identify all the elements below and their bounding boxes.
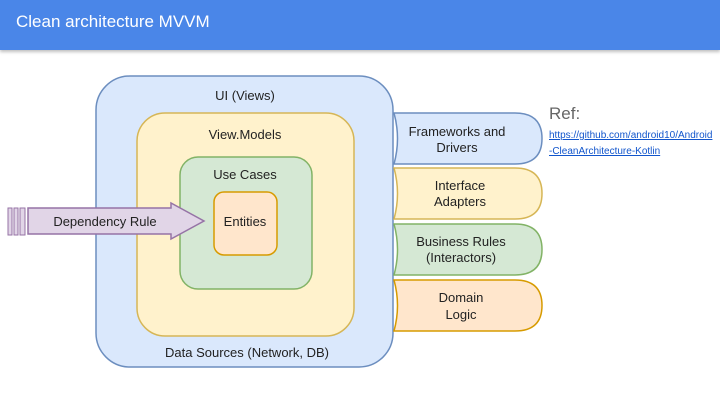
- data-sources-label: Data Sources (Network, DB): [165, 345, 329, 360]
- business-rules-line1: Business Rules: [416, 234, 506, 249]
- layer-domain-logic: [393, 279, 543, 332]
- domain-logic-line2: Logic: [445, 307, 477, 322]
- ui-views-label: UI (Views): [215, 88, 275, 103]
- arrow-body: [27, 201, 206, 241]
- domain-logic-line1: Domain: [439, 290, 484, 305]
- dependency-rule-label: Dependency Rule: [53, 214, 156, 229]
- business-rules-line2: (Interactors): [426, 250, 496, 265]
- frameworks-drivers-line2: Drivers: [436, 140, 478, 155]
- interface-adapters-line2: Adapters: [434, 194, 487, 209]
- use-cases-label: Use Cases: [213, 167, 277, 182]
- title-bar: Clean architecture MVVM: [0, 0, 720, 50]
- slide-title: Clean architecture MVVM: [16, 12, 210, 31]
- entities-label: Entities: [224, 214, 267, 229]
- dependency-rule-arrow: Dependency Rule: [7, 201, 206, 241]
- arrow-tail-bar-1: [7, 207, 13, 236]
- arrow-tail-bar-2: [13, 207, 19, 236]
- frameworks-drivers-line1: Frameworks and: [409, 124, 506, 139]
- layer-interface-adapters: [393, 167, 543, 220]
- arrow-tail-bar-3: [19, 207, 26, 236]
- ref-label: Ref:: [549, 104, 581, 123]
- interface-adapters-line1: Interface: [435, 178, 486, 193]
- layer-business-rules: [393, 223, 543, 276]
- ring-entities: [213, 191, 278, 256]
- layer-frameworks-drivers: [393, 112, 543, 165]
- ref-link[interactable]: https://github.com/android10/Android-Cle…: [549, 130, 713, 157]
- view-models-label: View.Models: [209, 127, 282, 142]
